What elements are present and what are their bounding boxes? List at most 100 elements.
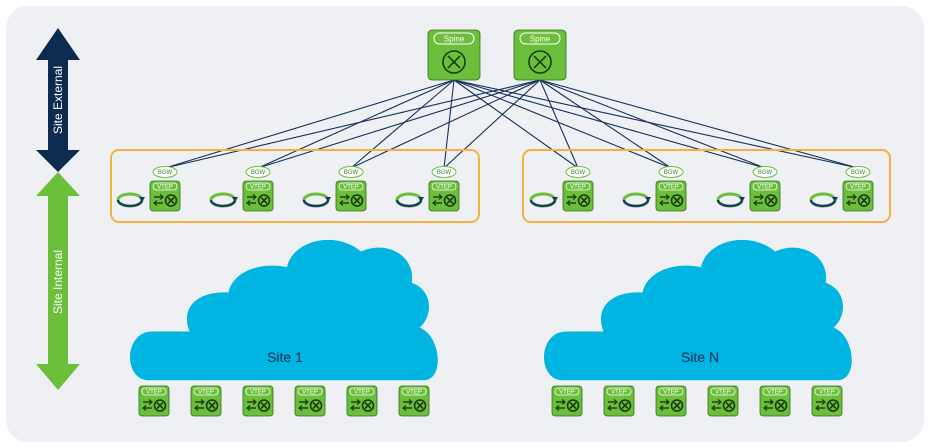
leaf-vtep-switch: VTEP [242,385,274,417]
vtep-switch-icon [753,194,778,207]
bgw-vtep-switch: VTEP [749,180,781,212]
vtep-label: VTEP [757,185,773,191]
vtep-switch-icon [555,399,580,412]
vtep-label: VTEP [559,390,575,396]
loop-arrow-icon [209,192,238,208]
bgw-devices: BGW VTEP BGW VTEP BGW VTEP BGW VTEP BGW VTEP BGW VT… [116,166,874,212]
spine-bgw-link [443,79,541,169]
vtep-label: VTEP [850,185,866,191]
leaf-vtep-switch: VTEP [398,385,430,417]
bgw-tag: BGW [565,166,591,178]
spine-label: Spine [530,35,551,44]
site-n-label: Site N [681,349,719,365]
leaf-vtep-switch: VTEP [603,385,635,417]
bgw-tag: BGW [245,166,271,178]
bgw-group-site-n [522,149,891,223]
spine-switch-icon [528,50,552,74]
leaf-vtep-switch: VTEP [294,385,326,417]
spine-switch: Spine [513,29,567,81]
vtep-switch-icon [659,194,684,207]
vtep-switch-icon [432,194,457,207]
leaf-vtep-switch: VTEP [759,385,791,417]
bgw-vtep-switch: VTEP [335,180,367,212]
leaf-vtep-switch: VTEP [811,385,843,417]
loop-arrow-icon [809,192,838,208]
site-external-label: Site External [51,66,65,134]
vtep-label: VTEP [819,390,835,396]
spine-switch: Spine [427,29,481,81]
spine-label: Spine [444,35,465,44]
site-internal-label: Site Internal [51,250,65,314]
spine-bgw-link [539,79,672,169]
spine-bgw-link [539,79,859,169]
bgw-vtep-switch: VTEP [655,180,687,212]
vtep-label: VTEP [767,390,783,396]
loop-arrow-icon [622,192,651,208]
leaf-vtep-switch: VTEP [655,385,687,417]
loop-arrow-icon [716,192,745,208]
spine-bgw-link [443,79,455,169]
vtep-switch-icon [763,399,788,412]
vtep-label: VTEP [198,390,214,396]
bgw-vtep-switch: VTEP [842,180,874,212]
vtep-switch-icon [246,399,271,412]
bgw-tag: BGW [845,166,871,178]
site-1-label: Site 1 [267,349,303,365]
site-external-arrow [36,28,80,172]
vtep-label: VTEP [611,390,627,396]
bgw-label: BGW [158,170,173,176]
vtep-label: VTEP [715,390,731,396]
vtep-switch-icon [711,399,736,412]
vtep-label: VTEP [436,185,452,191]
spine-bgw-link [350,79,455,169]
bgw-label: BGW [571,170,586,176]
leaf-vtep-switch: VTEP [346,385,378,417]
bgw-tag: BGW [431,166,457,178]
vtep-label: VTEP [663,185,679,191]
vtep-switch-icon [607,399,632,412]
vtep-label: VTEP [354,390,370,396]
vtep-switch-icon [350,399,375,412]
spine-bgw-link [164,79,541,169]
vtep-label: VTEP [302,390,318,396]
vtep-switch-icon [246,194,271,207]
vtep-label: VTEP [343,185,359,191]
spine-switch-icon [442,50,466,74]
vtep-label: VTEP [250,185,266,191]
vtep-switch-icon [402,399,427,412]
vtep-switch-icon [566,194,591,207]
bgw-vtep-switch: VTEP [428,180,460,212]
vtep-switch-icon [846,194,871,207]
spine-devices: Spine Spine [427,29,567,81]
spine-bgw-link [257,79,455,169]
bgw-tag: BGW [658,166,684,178]
spine-bgw-link [539,79,579,169]
bgw-label: BGW [758,170,773,176]
bgw-vtep-switch: VTEP [562,180,594,212]
vtep-switch-icon [153,194,178,207]
spine-bgw-links [164,79,859,169]
leaf-vtep-devices: VTEP VTEP VTEP VTEP VTEP VTEP VTEP VTEP VTEP VTEP… [138,385,843,417]
vtep-label: VTEP [663,390,679,396]
spine-bgw-link [164,79,455,169]
bgw-label: BGW [344,170,359,176]
bgw-label: BGW [437,170,452,176]
spine-bgw-link [539,79,766,169]
spine-bgw-link [453,79,672,169]
leaf-vtep-switch: VTEP [190,385,222,417]
loop-arrow-icon [529,192,558,208]
site-internal-arrow [36,172,80,390]
vtep-label: VTEP [570,185,586,191]
bgw-vtep-switch: VTEP [149,180,181,212]
spine-bgw-link [453,79,859,169]
vtep-label: VTEP [406,390,422,396]
spine-bgw-link [453,79,766,169]
loop-arrow-icon [116,192,145,208]
bgw-label: BGW [251,170,266,176]
bgw-group-site-1 [110,149,480,223]
leaf-vtep-switch: VTEP [707,385,739,417]
spine-bgw-link [453,79,579,169]
bgw-label: BGW [851,170,866,176]
vtep-label: VTEP [250,390,266,396]
